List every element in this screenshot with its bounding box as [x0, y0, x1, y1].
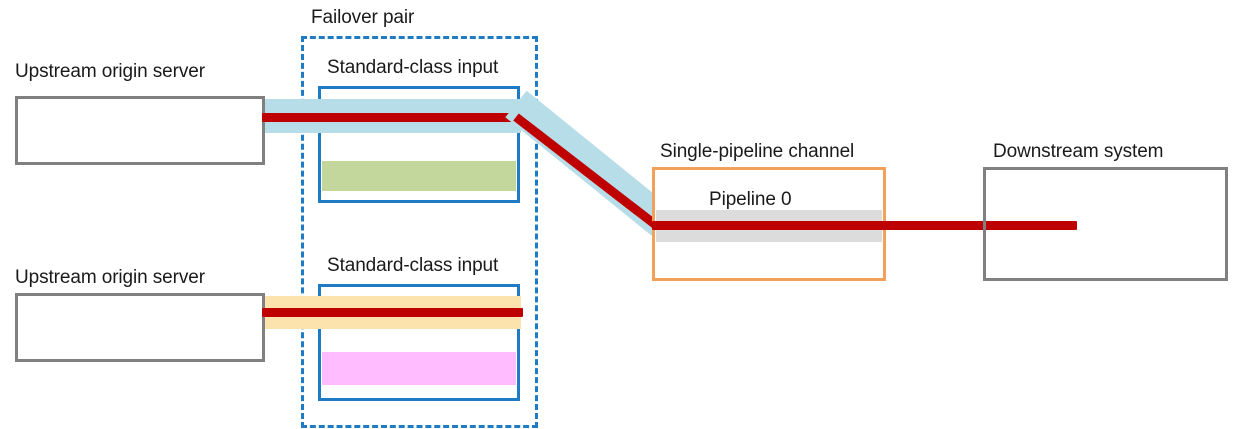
- upstream-origin-server-bottom-label: Upstream origin server: [15, 267, 205, 288]
- failover-pair-label: Failover pair: [311, 7, 415, 28]
- upstream-origin-server-top-label: Upstream origin server: [15, 61, 205, 82]
- downstream-system-label: Downstream system: [993, 141, 1164, 162]
- reserved-capacity-band-bottom: [322, 352, 516, 385]
- upstream-origin-server-top-box[interactable]: [15, 96, 265, 165]
- standard-class-input-top-label: Standard-class input: [327, 57, 499, 78]
- top-origin-to-input-flow: [262, 113, 521, 122]
- standard-class-input-bottom-label: Standard-class input: [327, 255, 499, 276]
- upstream-origin-server-bottom-box[interactable]: [15, 293, 265, 362]
- channel-to-downstream-flow: [652, 221, 1077, 230]
- bottom-origin-to-input-flow: [262, 308, 523, 317]
- single-pipeline-channel-label: Single-pipeline channel: [660, 141, 855, 162]
- pipeline-0-label: Pipeline 0: [709, 189, 792, 210]
- diagonal-active-stream-band-lower: [512, 111, 662, 237]
- reserved-capacity-band-top: [322, 161, 516, 191]
- downstream-system-box[interactable]: [983, 167, 1228, 281]
